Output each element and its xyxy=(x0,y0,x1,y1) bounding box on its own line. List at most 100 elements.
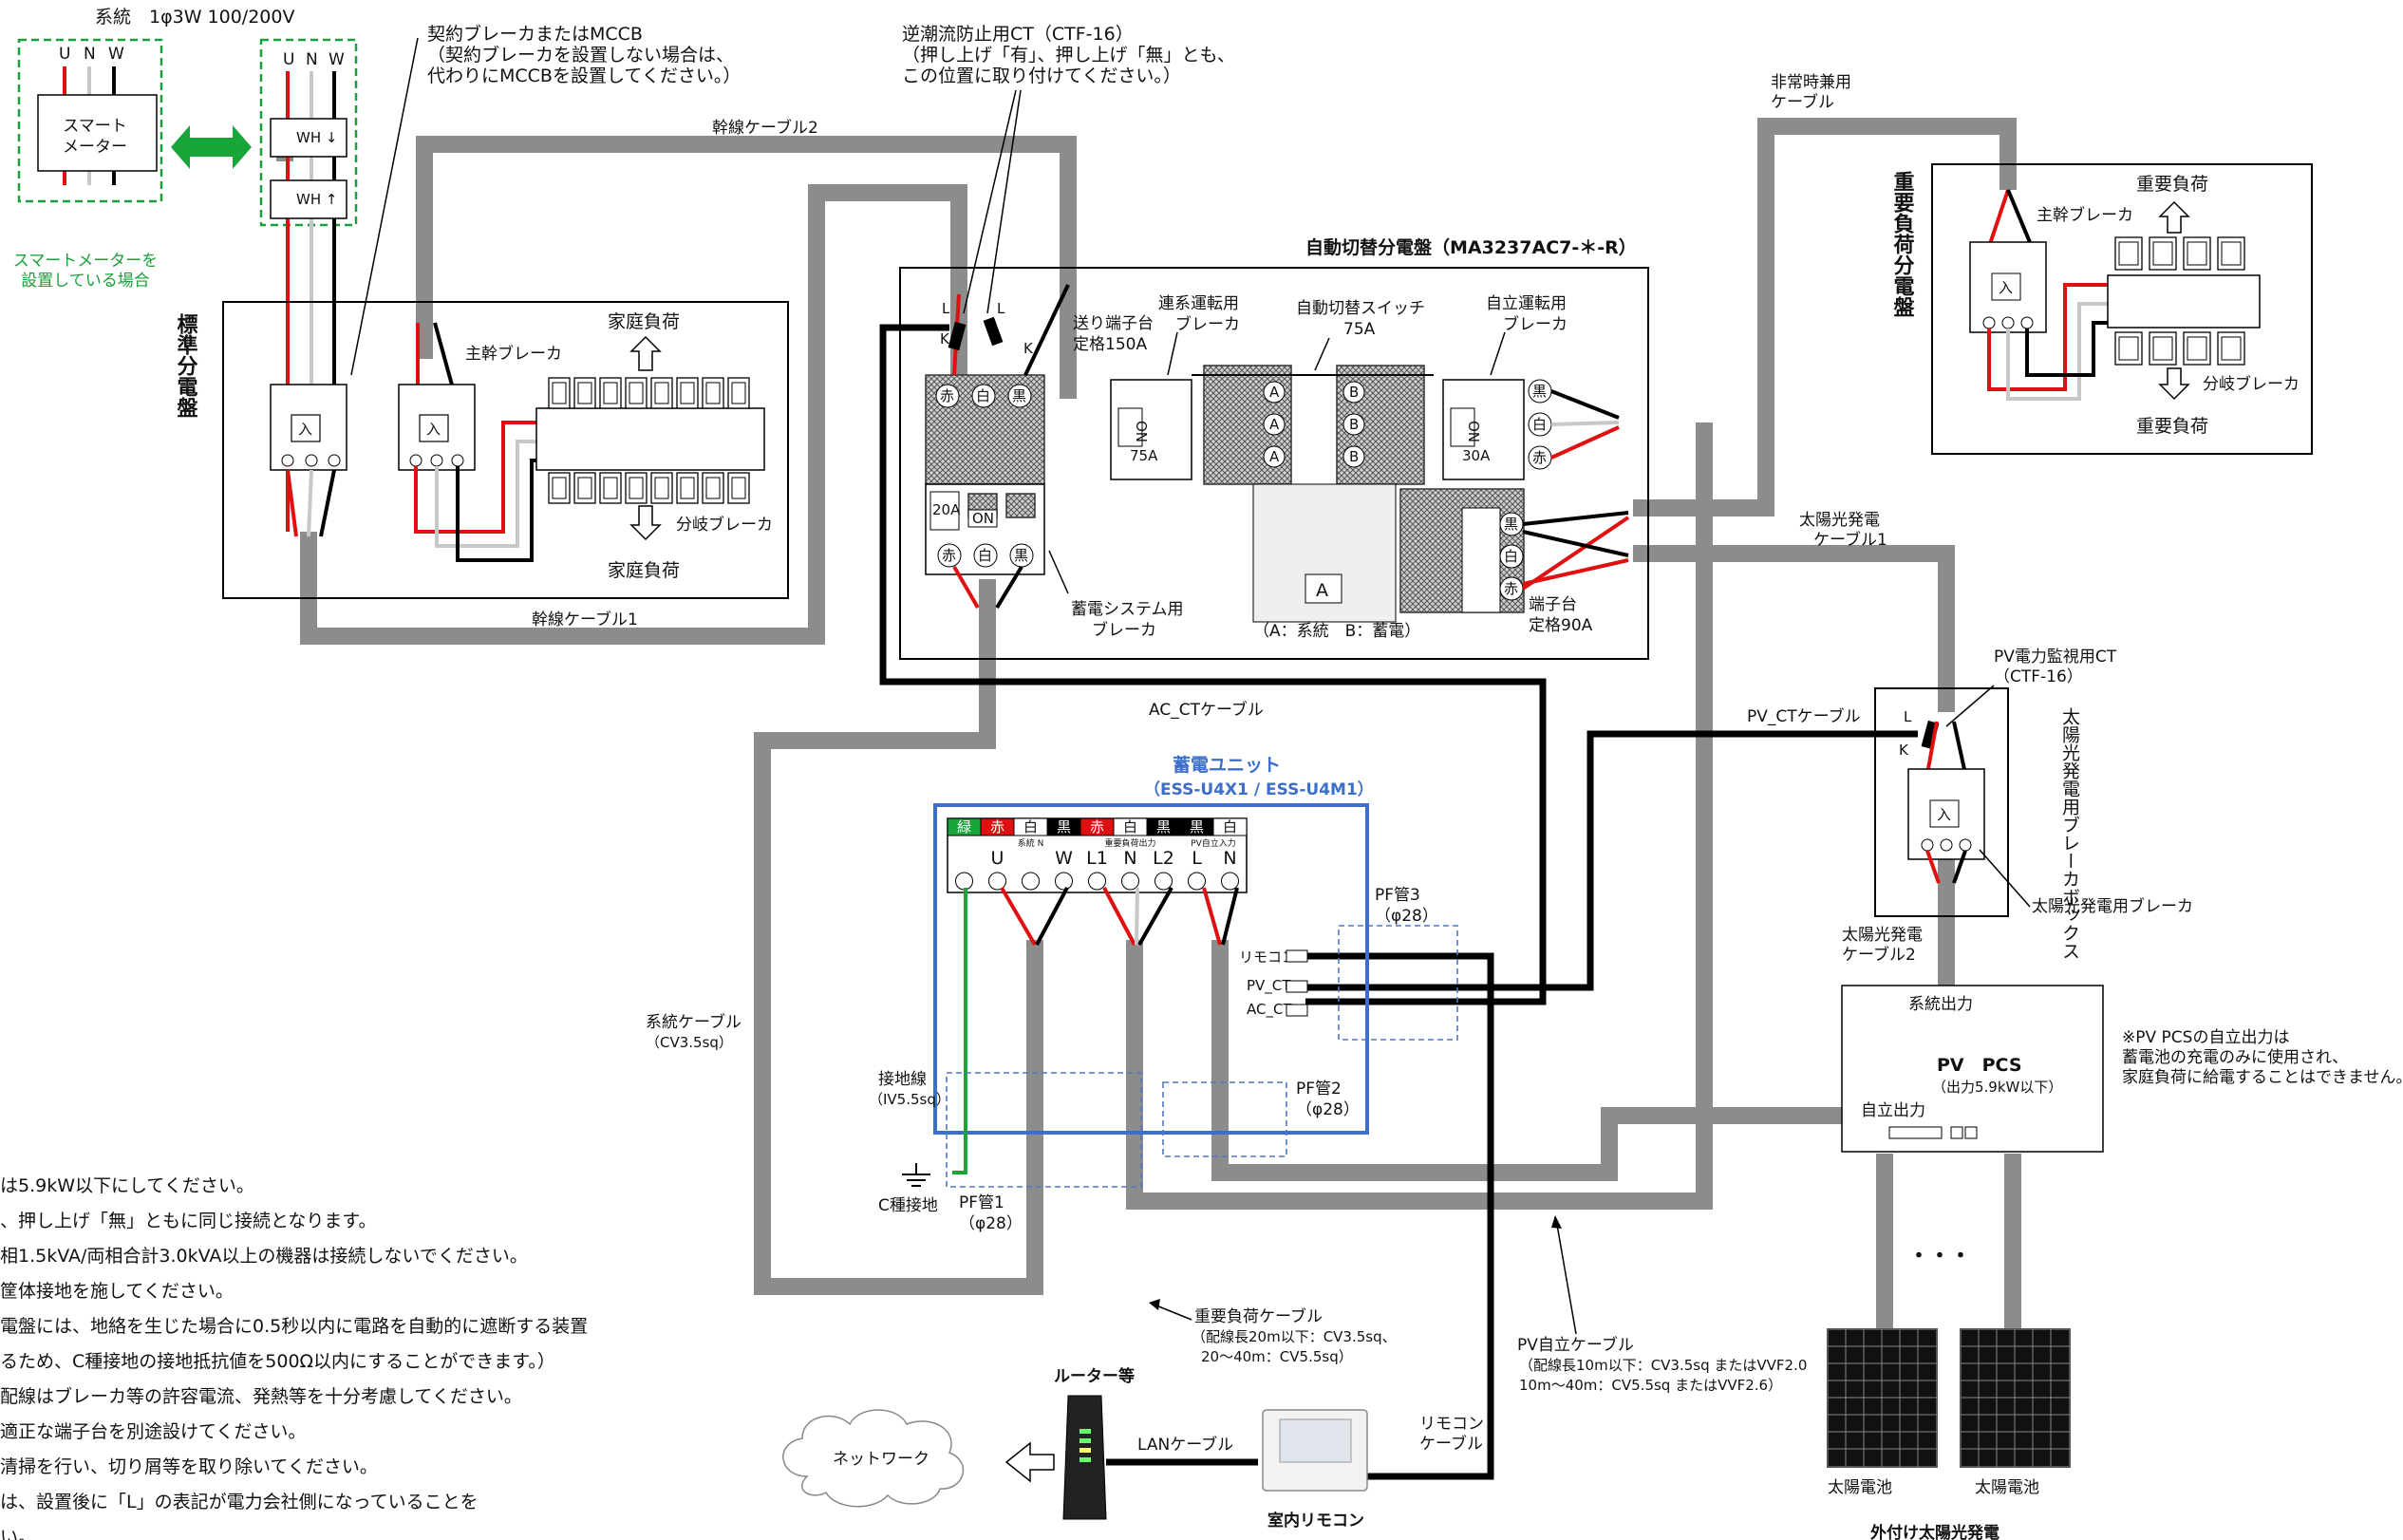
imp-main-window xyxy=(1991,272,2021,301)
standalone-out-white xyxy=(1550,421,1620,426)
system-cable-route xyxy=(754,579,1043,1295)
branch-breaker-handle xyxy=(705,477,721,499)
reverse-ct-pointer-1 xyxy=(963,89,1017,314)
terminal-screw xyxy=(1155,872,1173,891)
out-red-1 xyxy=(1521,516,1630,591)
imp-busbar xyxy=(2107,274,2261,329)
notes: は5.9kW以下にしてください。、押し上げ「無」ともに同じ接続となります。相1.… xyxy=(0,1175,588,1540)
auto-switch-rating: 75A xyxy=(1343,320,1376,339)
storage-term-red xyxy=(937,543,962,568)
feed-term-red xyxy=(935,384,960,408)
branch-breaker-handle xyxy=(2187,241,2207,266)
pv-term-3 xyxy=(1959,838,1972,852)
solar-panel-right xyxy=(1960,1328,2071,1468)
std-home-load-bottom: 家庭負荷 xyxy=(608,560,680,581)
storage-breaker-handle-2 xyxy=(1005,493,1036,518)
standalone-term-red-label: 赤 xyxy=(1532,449,1547,466)
wh-meter-1 xyxy=(270,118,347,158)
contract-breaker-out-black xyxy=(319,469,336,537)
imp-up-arrow-icon xyxy=(2158,200,2190,234)
u-wire xyxy=(1000,886,1037,947)
terminal-color-label: 赤 xyxy=(1090,818,1104,836)
n-wire xyxy=(1135,887,1139,946)
pv-breaker-pointer xyxy=(1979,849,2031,908)
wh-meter-frame xyxy=(259,38,358,227)
note-line: は、設置後に「L」の表記が電力会社側になっていることを xyxy=(0,1492,479,1512)
pf3-label: PF管3 xyxy=(1375,886,1420,905)
standalone-breaker-label-2: ブレーカ xyxy=(1503,314,1568,334)
auto-switch-pointer xyxy=(1314,337,1330,371)
branch-breaker-handle xyxy=(2118,241,2139,266)
grid-breaker-on: ON xyxy=(1133,421,1150,442)
pv-standalone-pointer-head xyxy=(1551,1215,1562,1229)
terminal-color-label: 黒 xyxy=(1190,818,1204,836)
network-section: ネットワーク ルーター等 室内リモコン xyxy=(782,1366,1368,1531)
signal-cables xyxy=(879,324,1918,1480)
out-black-2 xyxy=(1522,530,1629,557)
switch-a-label: A xyxy=(1316,580,1328,601)
pv-pcs-led-1 xyxy=(1950,1126,1963,1139)
imp-main-breaker-label: 主幹ブレーカ xyxy=(2037,205,2133,225)
switch-b-term-3-label: B xyxy=(1349,448,1359,465)
pf2-label: PF管2 xyxy=(1296,1080,1342,1099)
contract-breaker-note-2: （契約ブレーカを設置しない場合は、 xyxy=(427,44,734,66)
std-busbar xyxy=(535,407,765,471)
std-main-breaker-in: 入 xyxy=(426,421,441,438)
important-load-cable-route xyxy=(1126,423,1713,1210)
standalone-breaker-window xyxy=(1450,407,1475,447)
storage-breaker-rating: 20A xyxy=(932,501,961,518)
terminal-screw xyxy=(955,872,973,891)
reverse-ct-pointer-2 xyxy=(986,89,1022,314)
smart-meter-note-2: 設置している場合 xyxy=(21,272,150,291)
ct2-l: L xyxy=(997,300,1005,317)
terminal-screw xyxy=(1221,872,1239,891)
branch-breaker-handle xyxy=(577,477,592,499)
indoor-remote-label: 室内リモコン xyxy=(1267,1511,1364,1531)
contract-breaker-window xyxy=(291,414,321,442)
standard-panel-title: 標準分電盤 xyxy=(174,313,198,418)
pv-monitor-ct-label-2: （CTF-16） xyxy=(1994,667,2083,686)
contract-breaker-note-3: 代わりにMCCBを設置してください。） xyxy=(427,66,741,86)
important-load-cable-label: 重要負荷ケーブル xyxy=(1194,1306,1323,1326)
feed-term-black-label: 黒 xyxy=(1012,387,1026,404)
note-line: 、押し上げ「無」ともに同じ接続となります。 xyxy=(0,1211,377,1231)
pv-dots: ・・・ xyxy=(1908,1245,1971,1268)
terminal-color-label: 白 xyxy=(1223,818,1237,836)
switch-b-term-2 xyxy=(1342,413,1365,436)
terminal-color-label: 赤 xyxy=(990,818,1004,836)
std-branch-breaker-label: 分岐ブレーカ xyxy=(676,515,773,535)
important-panel-frame xyxy=(1931,163,2313,455)
storage-breaker-pointer xyxy=(1048,550,1069,594)
terminal-color-label: 黒 xyxy=(1057,818,1071,836)
imp-main-term-1 xyxy=(1982,316,1996,329)
terminal-screw xyxy=(1088,872,1106,891)
storage-breaker-on: ON xyxy=(972,510,994,527)
pv-breaker-box-title: 太陽光発電用ブレーカボックス xyxy=(2059,707,2080,960)
pv-ct-l: L xyxy=(1904,708,1912,725)
contract-breaker-out-white xyxy=(307,469,313,537)
switch-a-term-2-label: A xyxy=(1269,416,1280,433)
storage-term-black-label: 黒 xyxy=(1014,547,1028,564)
contract-breaker-pointer xyxy=(350,37,419,376)
indoor-remote-screen xyxy=(1279,1418,1352,1463)
switch-a-term-1-label: A xyxy=(1269,384,1280,401)
note-line: 適正な端子台を別途設けてください。 xyxy=(0,1421,306,1442)
port-pv-ct xyxy=(1286,980,1308,993)
note-line: るため、C種接地の接地抵抗値を500Ω以内にすることができます。） xyxy=(0,1351,555,1372)
terminal-label: 端子台 xyxy=(1529,595,1577,614)
terminal-color-label: 白 xyxy=(1123,818,1137,836)
phase-n-label: N xyxy=(84,45,96,64)
lan-cable-label: LANケーブル xyxy=(1137,1435,1233,1455)
imp-red-in xyxy=(1987,189,2010,248)
storage-unit: 蓄電ユニット （ESS-U4X1 / ESS-U4M1） 緑赤U白黒W赤L1白N… xyxy=(869,754,1458,1233)
pv-breaker-box-frame xyxy=(1874,687,2009,917)
imp-main-term-2 xyxy=(2001,316,2015,329)
switch-panel-a-box xyxy=(1305,573,1342,604)
out-term-black-label: 黒 xyxy=(1504,516,1518,533)
standard-panel-frame xyxy=(222,301,789,599)
pf1-size: （φ28） xyxy=(959,1214,1023,1233)
contract-breaker-note: 契約ブレーカまたはMCCB xyxy=(427,23,643,45)
switch-b-term-1 xyxy=(1342,381,1365,404)
contract-breaker-term-2 xyxy=(305,454,318,467)
pv-ct-pointer xyxy=(1945,685,1995,727)
